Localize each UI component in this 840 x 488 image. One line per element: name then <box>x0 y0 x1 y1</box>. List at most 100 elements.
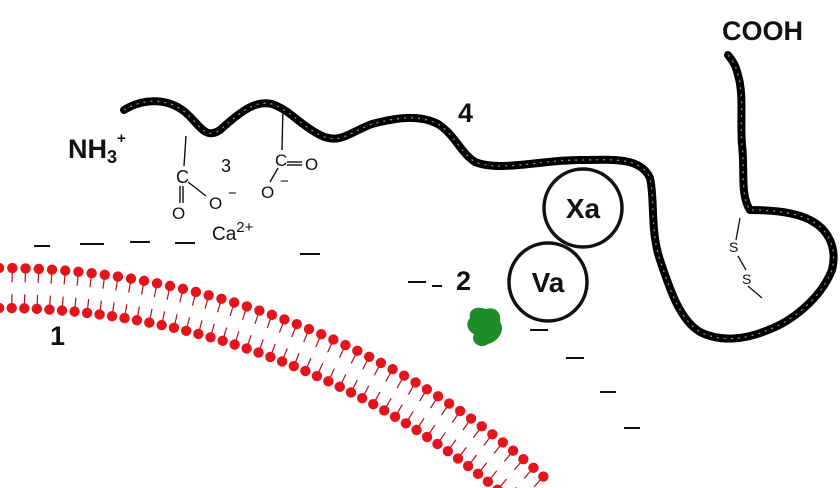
lipid-head <box>288 360 300 372</box>
membrane-protein-patch <box>467 307 503 347</box>
lipid-head <box>462 460 474 472</box>
lipid-head <box>345 387 357 398</box>
carboxyl-terminus-label: COOH <box>722 16 803 46</box>
label-number-4: 4 <box>458 98 473 128</box>
lipid-head <box>119 312 130 324</box>
lipid-head <box>363 351 375 362</box>
lipid-head <box>0 262 5 274</box>
label-number-1: 1 <box>50 321 65 351</box>
lipid-head <box>389 411 401 422</box>
factor-xa-circle <box>542 167 624 249</box>
lipid-head <box>518 453 529 465</box>
lipid-head <box>168 322 180 334</box>
lipid-head <box>44 304 55 315</box>
lipid-head <box>507 445 519 456</box>
lipid-head <box>421 384 433 395</box>
lipid-head <box>303 323 315 335</box>
lipid-head <box>144 317 155 328</box>
lipid-head <box>452 453 464 464</box>
lipid-head <box>276 356 288 367</box>
lipid-head <box>86 267 97 279</box>
carbon-label-right: C <box>275 151 287 170</box>
factor-xa-label: Xa <box>566 193 601 224</box>
lipid-head <box>131 315 143 326</box>
lipid-head <box>19 303 30 314</box>
lipid-head <box>410 377 421 388</box>
lipid-head <box>241 343 252 354</box>
lipid-head <box>254 305 265 316</box>
lipid-head <box>164 280 176 292</box>
phospholipid-bilayer <box>0 262 549 488</box>
label-number-3: 3 <box>221 156 231 176</box>
lipid-head <box>177 283 189 295</box>
lipid-head <box>229 339 240 350</box>
lipid-head <box>266 309 278 321</box>
lipid-head <box>99 269 110 280</box>
lipid-head <box>340 339 351 351</box>
lipid-head <box>241 301 253 312</box>
lipid-head <box>33 263 45 275</box>
disulfide-bridge <box>735 217 763 299</box>
lipid-head <box>81 307 93 319</box>
lipid-head <box>411 424 422 436</box>
lipid-head <box>253 347 264 358</box>
amino-terminus-label: NH3+ <box>68 130 126 167</box>
factor-xa: Xa <box>542 167 624 249</box>
factor-va-circle <box>507 241 589 323</box>
lipid-head <box>379 405 390 416</box>
lipid-head <box>60 265 71 276</box>
oxygen-label-right-single: O <box>261 183 274 202</box>
lipid-head <box>291 318 302 330</box>
lipid-head <box>300 365 311 377</box>
lipid-head <box>265 351 276 363</box>
calcium-ion-label: Ca2+ <box>212 219 254 245</box>
factor-va-label: Va <box>532 267 565 298</box>
lipid-head <box>528 462 539 473</box>
lipid-head <box>472 468 484 480</box>
lipid-head <box>217 335 228 346</box>
lipid-head <box>94 309 105 320</box>
oxygen-label-right-double: O <box>305 155 318 174</box>
lipid-head <box>387 364 398 375</box>
lipid-head <box>442 445 454 457</box>
lipid-head <box>487 429 498 440</box>
lipid-head <box>190 286 202 298</box>
lipid-head <box>56 305 68 316</box>
lipid-head <box>6 302 17 314</box>
negative-charges <box>34 241 640 429</box>
oxygen-label-left-single: O <box>209 194 222 213</box>
lipid-head <box>356 393 368 404</box>
lipid-head <box>279 314 290 325</box>
lipid-head <box>180 325 192 336</box>
lipid-head <box>421 431 433 443</box>
sulfur-label-1: S <box>729 239 738 255</box>
lipid-head <box>151 278 163 289</box>
lipid-head <box>112 271 124 282</box>
lipid-head <box>398 370 410 381</box>
lipid-head <box>465 413 477 424</box>
lipid-head <box>368 399 379 410</box>
lipid-head <box>138 275 150 287</box>
protein-chain-texture <box>123 54 835 340</box>
lipid-head <box>352 345 363 357</box>
lipid-head <box>316 329 327 340</box>
oxygen-left-charge: − <box>228 185 237 202</box>
lipid-head <box>7 262 18 274</box>
lipid-head <box>311 370 323 382</box>
carbon-label-left: C <box>176 167 189 187</box>
lipid-head <box>328 334 339 345</box>
lipid-head <box>205 332 216 343</box>
lipid-head <box>46 264 58 275</box>
lipid-head <box>334 381 345 392</box>
lipid-head <box>73 266 84 277</box>
lipid-head <box>106 310 118 322</box>
lipid-head <box>482 476 494 487</box>
lipid-head <box>0 302 5 314</box>
lipid-head <box>20 263 31 274</box>
lipid-head <box>216 293 227 304</box>
lipid-head <box>31 303 43 315</box>
lipid-head <box>497 437 509 448</box>
lipid-head <box>538 471 549 482</box>
lipid-head <box>69 306 80 317</box>
